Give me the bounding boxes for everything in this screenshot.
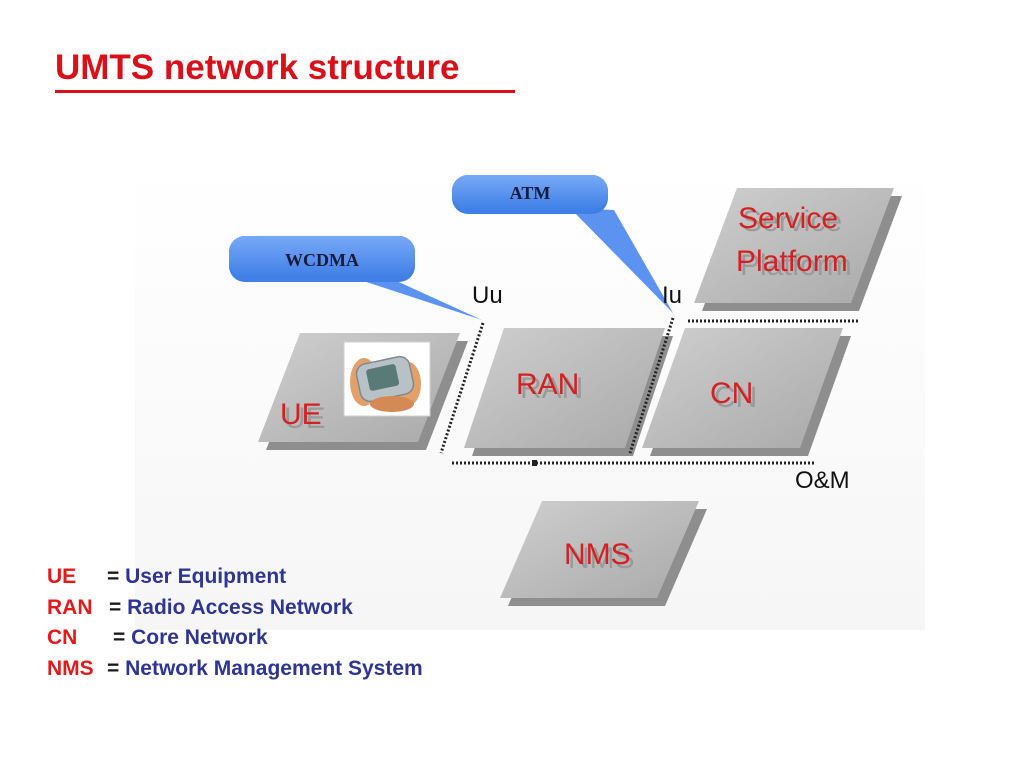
cn-block: CN CN <box>642 328 851 456</box>
legend-equals: = <box>107 565 120 588</box>
legend-row-ue: UE = User Equipment <box>47 562 423 593</box>
iu-label: Iu <box>662 282 682 309</box>
cn-label: CN <box>710 377 753 410</box>
atm-label: ATM <box>510 183 551 203</box>
service-platform-block: Service Service Platform Platform <box>694 188 902 311</box>
legend-full-name: Radio Access Network <box>127 595 353 619</box>
ran-label: RAN <box>516 368 579 401</box>
legend-row-ran: RAN = Radio Access Network <box>47 593 423 624</box>
atm-callout: ATM <box>452 175 673 313</box>
legend-abbr: CN <box>47 626 78 649</box>
legend-abbr: RAN <box>47 595 93 619</box>
mobile-phone-image <box>343 341 431 417</box>
nms-label-shadow: NMS <box>568 542 635 575</box>
service-label-line2: Platform <box>736 245 848 278</box>
ran-label-shadow: RAN <box>520 372 583 405</box>
nms-label: NMS <box>564 538 631 571</box>
legend-full-name: User Equipment <box>125 565 287 588</box>
wcdma-label: WCDMA <box>285 250 359 270</box>
legend-equals: = <box>109 595 122 619</box>
ue-label: UE <box>280 398 322 431</box>
legend-abbr: UE <box>47 565 77 588</box>
legend-row-nms: NMS = Network Management System <box>47 654 423 685</box>
abbreviation-legend: UE = User Equipment RAN = Radio Access Net… <box>47 562 423 684</box>
om-label: O&M <box>795 467 850 494</box>
service-label-shadow-2: Platform <box>740 249 852 282</box>
cn-label-shadow: CN <box>714 381 757 414</box>
ran-block: RAN RAN <box>464 328 673 456</box>
legend-equals: = <box>113 626 126 649</box>
uu-interface-line <box>439 322 485 454</box>
service-label-shadow-1: Service <box>742 205 842 238</box>
om-junction <box>532 460 537 466</box>
legend-full-name: Core Network <box>131 626 268 649</box>
title-underline <box>55 90 515 93</box>
service-label-line1: Service <box>738 202 838 235</box>
legend-abbr: NMS <box>47 656 94 680</box>
legend-row-cn: CN = Core Network <box>47 623 423 654</box>
legend-equals: = <box>107 656 120 680</box>
wcdma-callout: WCDMA <box>229 236 482 320</box>
slide-title: UMTS network structure <box>55 48 460 87</box>
ue-label-shadow: UE <box>284 402 326 435</box>
legend-full-name: Network Management System <box>125 656 423 680</box>
uu-label: Uu <box>472 282 503 309</box>
nms-block: NMS NMS <box>500 501 707 606</box>
